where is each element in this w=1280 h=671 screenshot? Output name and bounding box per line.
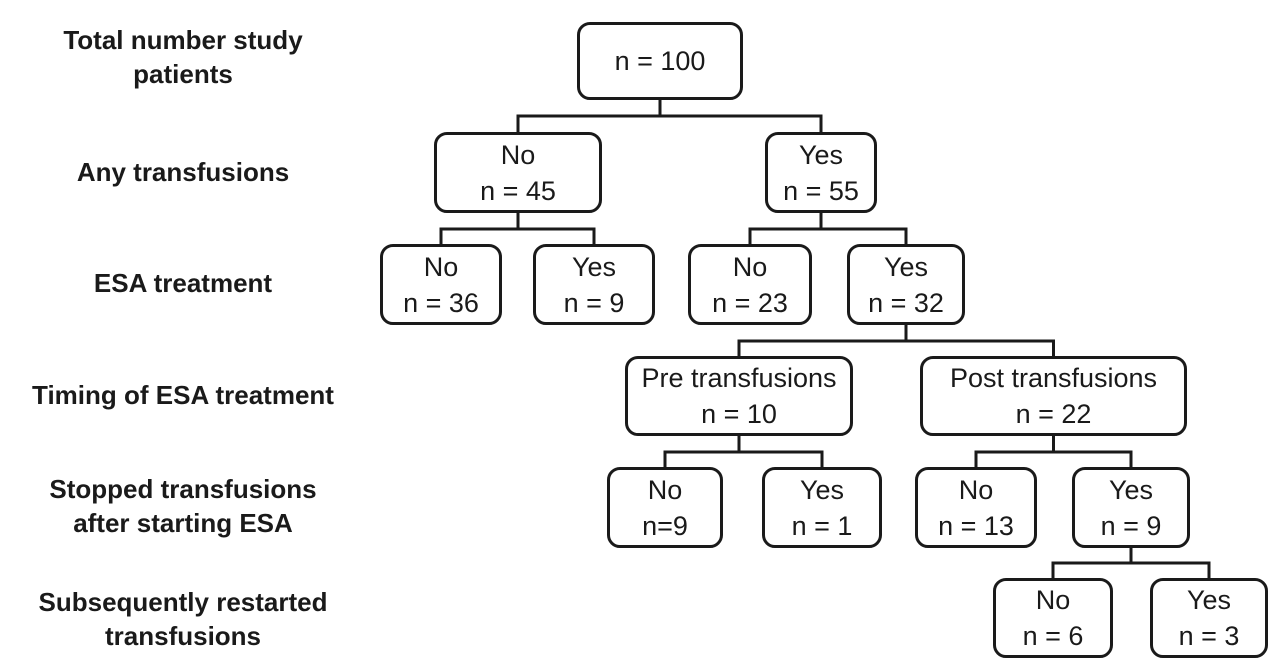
flow-node-label: n = 9 xyxy=(563,287,625,318)
flow-node-label: No xyxy=(958,474,994,505)
flow-node-stopped-no-post: No n = 13 xyxy=(915,467,1037,548)
flow-node-label: n=9 xyxy=(642,510,688,541)
flow-node-label: No xyxy=(423,251,459,282)
row-label-esa-treatment: ESA treatment xyxy=(0,266,366,300)
flow-node-restart-yes: Yes n = 3 xyxy=(1150,578,1268,658)
row-label-line: after starting ESA xyxy=(73,508,293,538)
flow-node-restart-no: No n = 6 xyxy=(993,578,1113,658)
flow-node-label: n = 9 xyxy=(1100,510,1162,541)
flow-node-label: n = 32 xyxy=(868,287,944,318)
flow-node-label: n = 22 xyxy=(1015,399,1092,429)
flow-node-label: No xyxy=(1035,585,1071,615)
flow-node-esa-no: No n = 36 xyxy=(380,244,502,325)
flow-node-label: n = 13 xyxy=(938,510,1014,541)
flow-node-label: n = 36 xyxy=(403,287,479,318)
flow-node-stopped-yes-post: Yes n = 9 xyxy=(1072,467,1190,548)
flow-node-label: n = 10 xyxy=(701,399,777,429)
flow-node-timing-post: Post transfusions n = 22 xyxy=(920,356,1187,436)
flow-node-label: n = 1 xyxy=(791,510,853,541)
flow-node-label: Yes xyxy=(799,474,845,505)
row-label-line: patients xyxy=(133,59,233,89)
flow-node-label: n = 45 xyxy=(480,175,556,206)
flow-node-label: Yes xyxy=(883,251,929,282)
row-label-any-transfusions: Any transfusions xyxy=(0,155,366,189)
row-label-line: Subsequently restarted xyxy=(38,587,328,617)
flow-node-stopped-yes-pre: Yes n = 1 xyxy=(762,467,882,548)
row-label-stopped-transfusions-after-starting-esa: Stopped transfusions after starting ESA xyxy=(0,472,366,540)
flow-node-label: Yes xyxy=(1186,585,1232,615)
flow-node-label: No xyxy=(500,139,536,170)
flow-node-label: Yes xyxy=(1108,474,1154,505)
flow-node-esa-no-of-yes: No n = 23 xyxy=(688,244,812,325)
row-label-line: Stopped transfusions xyxy=(49,474,317,504)
flow-node-label: Yes xyxy=(571,251,617,282)
flow-node-label: n = 55 xyxy=(783,175,859,206)
flow-node-anytx-no: No n = 45 xyxy=(434,132,602,213)
row-label-line: ESA treatment xyxy=(93,268,273,298)
row-label-line: Total number study xyxy=(63,25,303,55)
flow-node-label: n = 6 xyxy=(1022,621,1084,651)
flow-node-label: Pre transfusions xyxy=(641,363,837,393)
flow-node-esa-yes-of-yes: Yes n = 32 xyxy=(847,244,965,325)
flow-node-stopped-no-pre: No n=9 xyxy=(607,467,723,548)
flow-node-total: n = 100 xyxy=(577,22,743,100)
row-label-line: transfusions xyxy=(104,621,262,651)
flow-node-label: n = 100 xyxy=(614,46,706,76)
flow-node-label: Post transfusions xyxy=(949,363,1158,393)
flow-node-label: Yes xyxy=(798,139,844,170)
flow-node-anytx-yes: Yes n = 55 xyxy=(765,132,877,213)
flow-node-timing-pre: Pre transfusions n = 10 xyxy=(625,356,853,436)
row-label-line: Timing of ESA treatment xyxy=(32,380,334,410)
flow-node-label: No xyxy=(732,251,768,282)
row-label-timing-of-esa-treatment: Timing of ESA treatment xyxy=(0,378,366,412)
flow-node-label: n = 23 xyxy=(712,287,788,318)
row-label-subsequently-restarted-transfusions: Subsequently restarted transfusions xyxy=(0,585,366,653)
row-label-line: Any transfusions xyxy=(76,157,290,187)
row-label-total-number-study-patients: Total number study patients xyxy=(0,23,366,91)
flow-node-label: n = 3 xyxy=(1178,621,1240,651)
flow-node-esa-yes-of-no: Yes n = 9 xyxy=(533,244,655,325)
flow-node-label: No xyxy=(647,474,683,505)
connector xyxy=(439,100,1211,578)
